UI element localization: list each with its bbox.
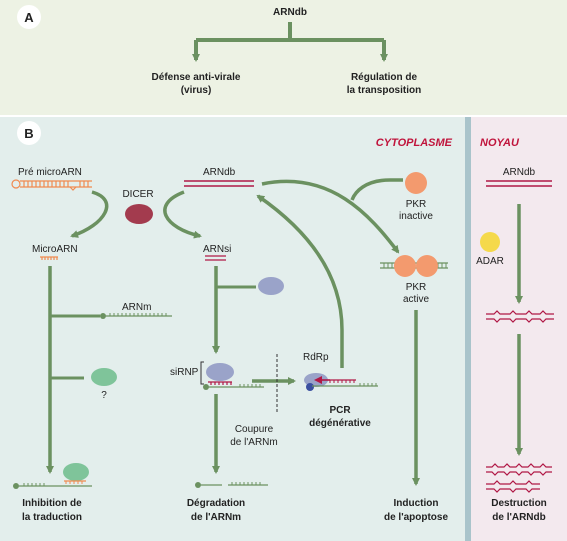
sirnp-complex [206,363,234,381]
risc-complex [258,277,284,295]
degradation-label-1: Dégradation [187,498,245,509]
degradation-label-2: de l'ARNm [191,512,241,523]
translation-block-complex [13,463,92,489]
microarn-strand [40,256,58,260]
compartment-divider [465,117,471,541]
panel-b-badge: B [17,121,41,145]
panel-a-badge: A [17,5,41,29]
microarn-label: MicroARN [32,244,78,255]
dicer-label: DICER [122,189,153,200]
pkr-inactive-label-1: PKR [406,199,427,210]
apoptosis-label-1: Induction [394,498,439,509]
arrow-to-microarn [70,190,109,238]
dicer-enzyme [125,204,153,224]
destruction-label-2: de l'ARNdb [492,512,546,523]
pkr-active-label-2: active [403,294,430,305]
arndb-label: ARNdb [203,167,236,178]
inhibition-label-2: la traduction [22,512,82,523]
cleavage-label-2: de l'ARNm [230,437,277,448]
pkr-active-label-1: PKR [406,282,427,293]
panel-a-arndb-label: ARNdb [273,7,307,18]
arrow-to-arnsi [163,190,202,239]
destruction-label-1: Destruction [491,498,547,509]
pkr-active-dimer [380,255,448,277]
sirnp-guide-strand [208,381,232,385]
destroyed-arndb [486,463,552,493]
apoptosis-label-2: de l'apoptose [384,512,448,523]
pcr-label-1: PCR [329,405,351,416]
degraded-mrna [195,482,268,488]
antiviral-defense-label-1: Défense anti-virale [152,72,241,83]
adar-label: ADAR [476,256,504,267]
pre-microarn-hairpin [11,179,92,191]
pkr-inactive-connector [350,178,403,201]
cleavage-label-1: Coupure [235,424,274,435]
nucleus-label: NOYAU [480,137,520,149]
arnsi-duplex [205,255,226,261]
nucleus-arndb-label: ARNdb [503,167,536,178]
arndb-to-pkr-arrow [261,179,400,254]
pkr-inactive-label-2: inactive [399,211,433,222]
transposition-label-1: Régulation de [351,72,418,83]
sirnp-bracket [200,361,204,385]
svg-text:A: A [24,10,34,25]
sirnp-label: siRNP [170,367,199,378]
pcr-label-2: dégénérative [309,418,371,429]
panel-a-branch-arrows [192,22,388,62]
target-mrna-strand [203,384,264,390]
edited-arndb [486,310,554,323]
inhibition-label-1: Inhibition de [22,498,82,509]
nucleus-arndb-duplex [486,180,552,187]
arnsi-label: ARNsi [203,244,231,255]
transposition-label-2: la transposition [347,85,421,96]
rdrp-label: RdRp [303,352,329,363]
rdrp-complex [304,373,378,391]
pre-microarn-label: Pré microARN [18,167,82,178]
unknown-protein [91,368,117,386]
antiviral-defense-label-2: (virus) [181,85,212,96]
cytoplasm-label: CYTOPLASME [376,137,453,149]
rdrp-feedback-arrow [256,194,344,368]
svg-text:B: B [24,126,33,141]
arndb-duplex [184,180,254,187]
arnm-strand [100,313,172,319]
pkr-inactive [405,172,427,194]
arnm-label: ARNm [122,302,151,313]
question-mark: ? [101,390,107,401]
adar-enzyme [480,232,500,252]
nucleus-background [471,117,567,541]
panel-a-background [0,0,567,115]
